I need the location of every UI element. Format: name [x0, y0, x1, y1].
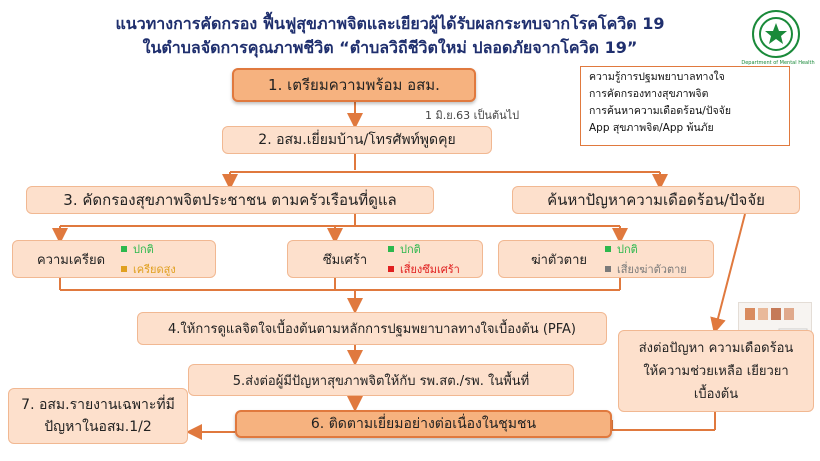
screen-risk: เครียดสูง — [133, 263, 176, 276]
logo-org-text: Department of Mental Health — [741, 60, 815, 66]
training-item: การคัดกรองทางสุขภาพจิต — [589, 88, 709, 100]
step-1-box: 1. เตรียมความพร้อม อสม. — [232, 68, 476, 102]
normal-square-icon — [121, 246, 127, 252]
screen-suicide: ฆ่าตัวตาย ปกติ เสี่ยงฆ่าตัวตาย — [498, 240, 714, 278]
step-3-box: 3. คัดกรองสุขภาพจิตประชาชน ตามครัวเรือนท… — [26, 186, 434, 214]
title-line-2: ในตำบลจัดการคุณภาพชีวิต “ตำบลวิถีชีวิตให… — [142, 38, 638, 57]
step-5-box: 5.ส่งต่อผู้มีปัญหาสุขภาพจิตให้กับ รพ.สต.… — [188, 364, 574, 396]
screen-risk: เสี่ยงซึมเศร้า — [400, 263, 460, 276]
step-6-box: 6. ติดตามเยี่ยมอย่างต่อเนื่องในชุมชน — [235, 410, 612, 438]
risk-square-icon — [121, 266, 127, 272]
ministry-logo — [752, 10, 800, 58]
screen-depression: ซึมเศร้า ปกติ เสี่ยงซึมเศร้า — [287, 240, 483, 278]
step-3b-box: ค้นหาปัญหาความเดือดร้อน/ปัจจัย — [512, 186, 800, 214]
step-7-box: 7. อสม.รายงานเฉพาะที่มีปัญหาในอสม.1/2 — [8, 388, 188, 444]
normal-square-icon — [605, 246, 611, 252]
normal-square-icon — [388, 246, 394, 252]
risk-square-icon — [605, 266, 611, 272]
step-4-box: 4.ให้การดูแลจิตใจเบื้องต้นตามหลักการปฐมพ… — [137, 312, 607, 345]
step-1-note: 1 มิ.ย.63 เป็นต้นไป — [425, 109, 520, 122]
screen-name: ซึมเศร้า — [322, 252, 368, 268]
screen-name: ฆ่าตัวตาย — [530, 252, 588, 268]
emblem-icon — [759, 17, 793, 51]
screen-normal: ปกติ — [617, 243, 638, 256]
refer-box: ส่งต่อปัญหา ความเดือดร้อน ให้ความช่วยเหล… — [618, 330, 814, 412]
training-list: ความรู้การปฐมพยาบาลทางใจ การคัดกรองทางสุ… — [580, 66, 790, 146]
training-item: App สุขภาพจิต/App พ้นภัย — [589, 122, 714, 134]
screen-normal: ปกติ — [133, 243, 154, 256]
training-item: ความรู้การปฐมพยาบาลทางใจ — [589, 71, 725, 83]
screen-normal: ปกติ — [400, 243, 421, 256]
risk-square-icon — [388, 266, 394, 272]
screen-name: ความเครียด — [36, 252, 106, 268]
training-item: การค้นหาความเดือดร้อน/ปัจจัย — [589, 105, 731, 117]
screen-stress: ความเครียด ปกติ เครียดสูง — [12, 240, 216, 278]
screen-risk: เสี่ยงฆ่าตัวตาย — [617, 263, 687, 276]
step-2-box: 2. อสม.เยี่ยมบ้าน/โทรศัพท์พูดคุย — [222, 126, 492, 154]
title-line-1: แนวทางการคัดกรอง ฟื้นฟูสุขภาพจิตและเยียว… — [115, 14, 665, 33]
